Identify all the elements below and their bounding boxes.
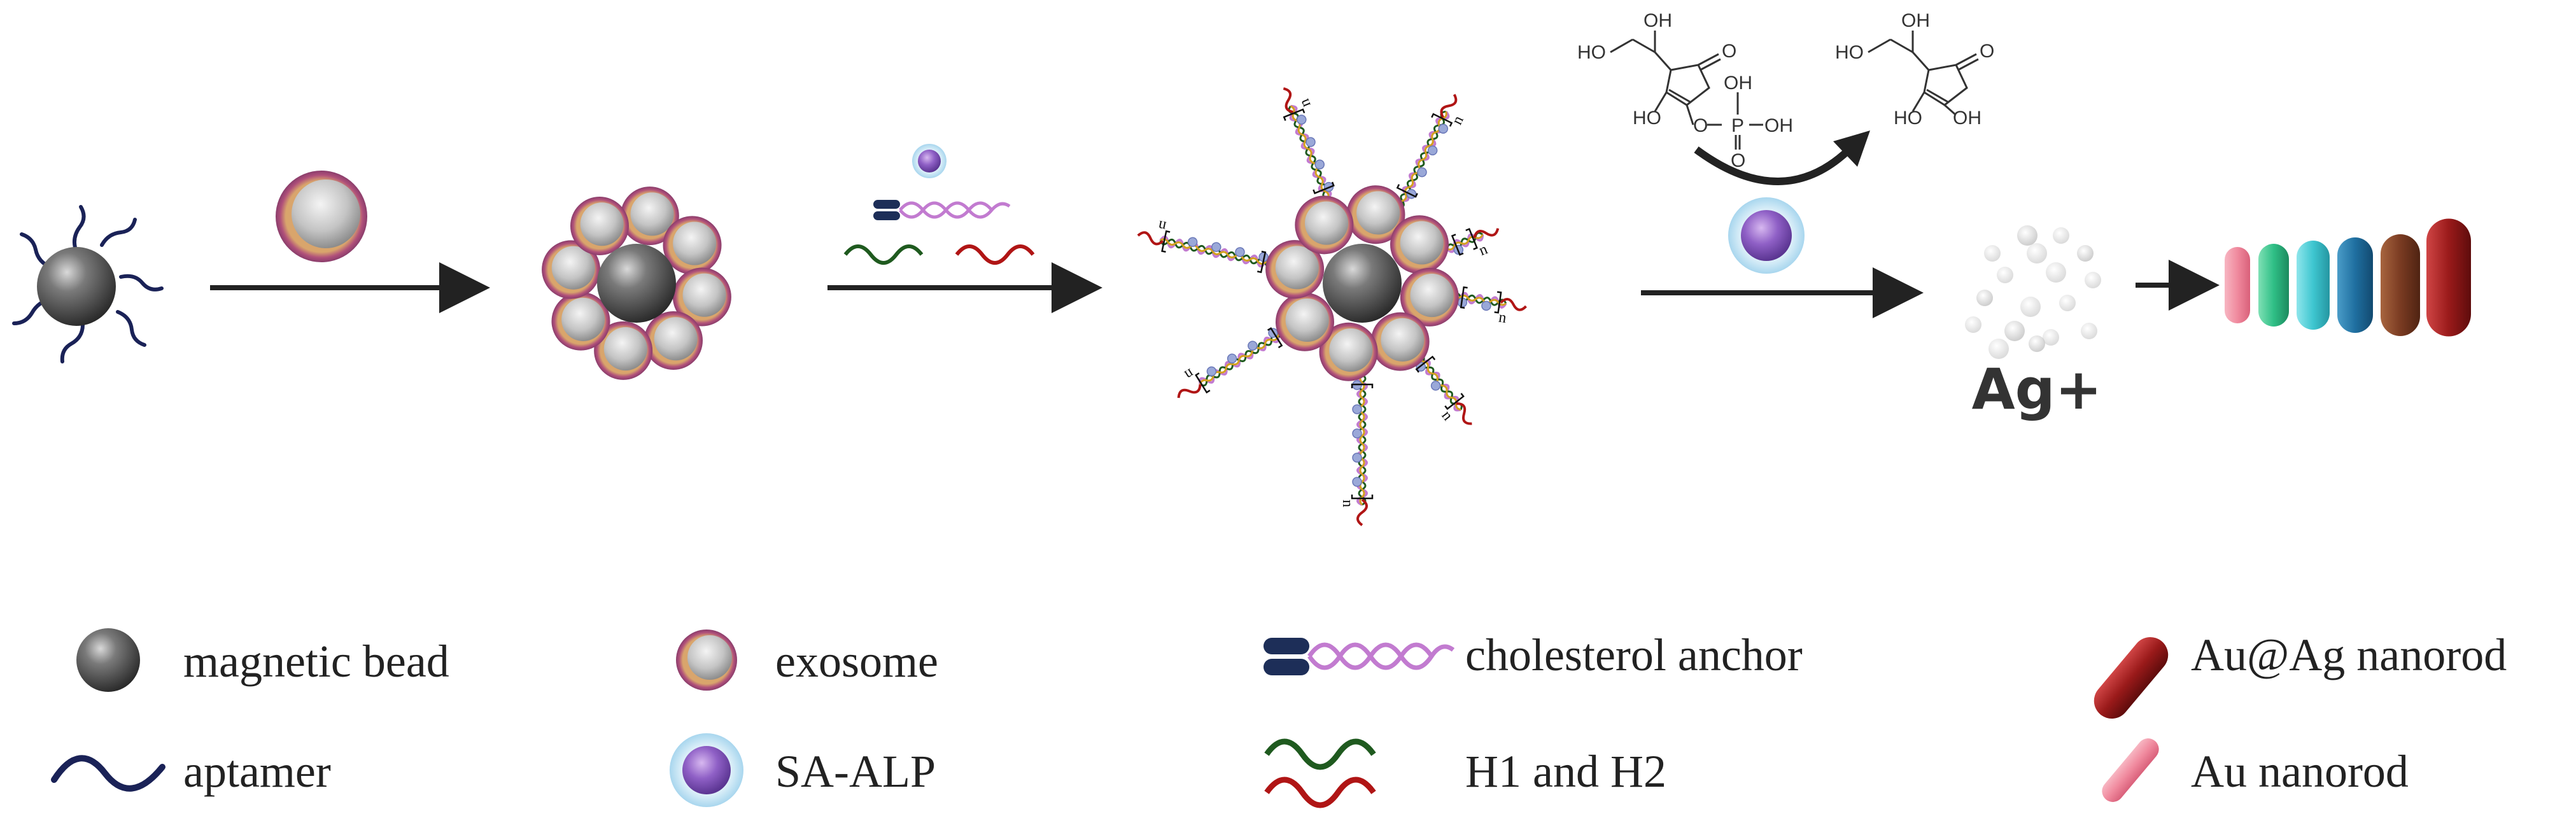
silver-ion <box>1997 267 2013 283</box>
chem2-o-ketone: O <box>1980 41 1994 62</box>
bound-exosome <box>594 321 653 380</box>
repeat-unit-label: n <box>1339 500 1356 507</box>
chem-o-link: O <box>1693 115 1708 136</box>
silver-ion <box>1965 316 1981 333</box>
bound-exosome <box>570 196 629 255</box>
bound-exosome <box>1295 195 1354 255</box>
curved-reaction-arrow <box>1694 146 1852 185</box>
h1-strand <box>843 244 924 265</box>
chem-p: P <box>1731 115 1744 136</box>
bound-exosome <box>551 292 610 351</box>
repeat-unit-label: n <box>1498 309 1508 327</box>
au-nanorod-icon <box>2102 738 2159 802</box>
bound-exosome <box>1275 292 1334 351</box>
bound-exosome <box>1390 215 1449 274</box>
nanorod <box>2258 244 2289 327</box>
legend-label-au-nanorod: Au nanorod <box>2191 746 2409 797</box>
nanorod <box>2337 237 2373 333</box>
silver-ion <box>2046 262 2066 283</box>
h2-strand <box>955 244 1035 265</box>
sa-alp-icon <box>670 733 743 807</box>
hcr-arm: n <box>1339 353 1374 526</box>
legend-label-magnetic-bead: magnetic bead <box>183 636 449 687</box>
chem-o-p-bottom: O <box>1731 150 1745 171</box>
silver-ion <box>2027 243 2047 264</box>
au-ag-nanorod-icon <box>2094 637 2169 719</box>
nanorod <box>2225 247 2250 323</box>
bead-exosome-complex <box>542 186 731 380</box>
silver-ion <box>2053 227 2069 244</box>
bound-exosome <box>1265 240 1325 299</box>
aptamer-icon <box>51 755 165 792</box>
bound-exosome <box>1346 185 1405 244</box>
curved-arrow-head <box>1833 130 1870 167</box>
legend: magnetic bead exosome cholesterol anchor… <box>51 628 2507 808</box>
nanorod-color-series <box>2225 218 2471 337</box>
legend-label-cholesterol-anchor: cholesterol anchor <box>1465 630 1803 680</box>
hcr-amplified-complex: n n n n n n n n <box>1137 87 1527 526</box>
chem-oh-top: OH <box>1643 10 1672 31</box>
silver-ion-label: Ag+ <box>1972 356 2102 422</box>
nanorod <box>2297 241 2330 330</box>
chem-ho-ring: HO <box>1633 108 1661 129</box>
chem2-oh-top: OH <box>1901 10 1930 31</box>
repeat-unit-label: n <box>1181 365 1197 383</box>
magnetic-bead <box>1323 244 1402 323</box>
h1-h2-icon <box>1264 738 1376 808</box>
magnetic-bead-icon <box>76 628 140 692</box>
chem-o-ketone: O <box>1722 41 1736 62</box>
legend-label-h1-h2: H1 and H2 <box>1465 746 1666 797</box>
legend-label-exosome: exosome <box>775 636 938 687</box>
chem2-oh-ring: OH <box>1953 108 1981 129</box>
bead-with-aptamers <box>12 205 164 363</box>
repeat-unit-label: n <box>1296 97 1314 110</box>
chem2-ho-left: HO <box>1835 42 1864 63</box>
bound-exosome <box>1400 267 1459 327</box>
silver-ion-cluster <box>1965 225 2101 359</box>
ascorbic-acid-phosphate-structure <box>1610 31 1763 150</box>
silver-ion <box>2077 245 2094 262</box>
silver-ion <box>1976 290 1993 306</box>
nanorod <box>2381 234 2420 336</box>
silver-ion <box>2081 323 2097 339</box>
bound-exosome <box>644 311 703 370</box>
legend-label-au-ag-nanorod: Au@Ag nanorod <box>2191 630 2507 680</box>
chem-oh-p-top: OH <box>1724 73 1752 94</box>
repeat-unit-label: n <box>1449 113 1467 127</box>
silver-ion <box>2029 335 2045 352</box>
chem-oh-p-right: OH <box>1764 115 1793 136</box>
sa-alp-small-icon <box>912 144 947 178</box>
chem2-ho-ring: HO <box>1894 108 1922 129</box>
silver-ion <box>2020 297 2041 317</box>
silver-ion <box>2017 225 2038 246</box>
silver-ion <box>1984 245 2001 262</box>
nanorod <box>2426 218 2471 337</box>
repeat-unit-label: n <box>1438 407 1456 423</box>
exosome-icon <box>676 630 737 691</box>
cholesterol-anchor-icon <box>1263 638 1455 675</box>
bound-exosome <box>672 267 731 327</box>
repeat-unit-label: n <box>1157 217 1167 235</box>
silver-ion <box>2004 321 2025 341</box>
ascorbic-acid-structure <box>1868 31 1979 116</box>
repeat-unit-label: n <box>1477 241 1490 260</box>
bound-exosome <box>620 186 679 246</box>
bound-exosome <box>1370 312 1430 371</box>
legend-label-aptamer: aptamer <box>183 746 331 797</box>
silver-ion <box>2059 295 2076 311</box>
cholesterol-anchor-reagent <box>873 200 1011 220</box>
silver-ion <box>2085 272 2101 288</box>
silver-ion <box>2043 329 2059 346</box>
silver-ion <box>1988 339 2009 359</box>
exosome-reagent-icon <box>276 171 367 262</box>
sa-alp-catalyst-icon <box>1728 197 1805 274</box>
bound-exosome <box>542 240 601 299</box>
bound-exosome <box>1319 322 1378 381</box>
magnetic-bead <box>597 244 676 323</box>
bound-exosome <box>663 216 722 275</box>
chem-ho-left: HO <box>1577 42 1606 63</box>
legend-label-sa-alp: SA-ALP <box>775 746 936 797</box>
